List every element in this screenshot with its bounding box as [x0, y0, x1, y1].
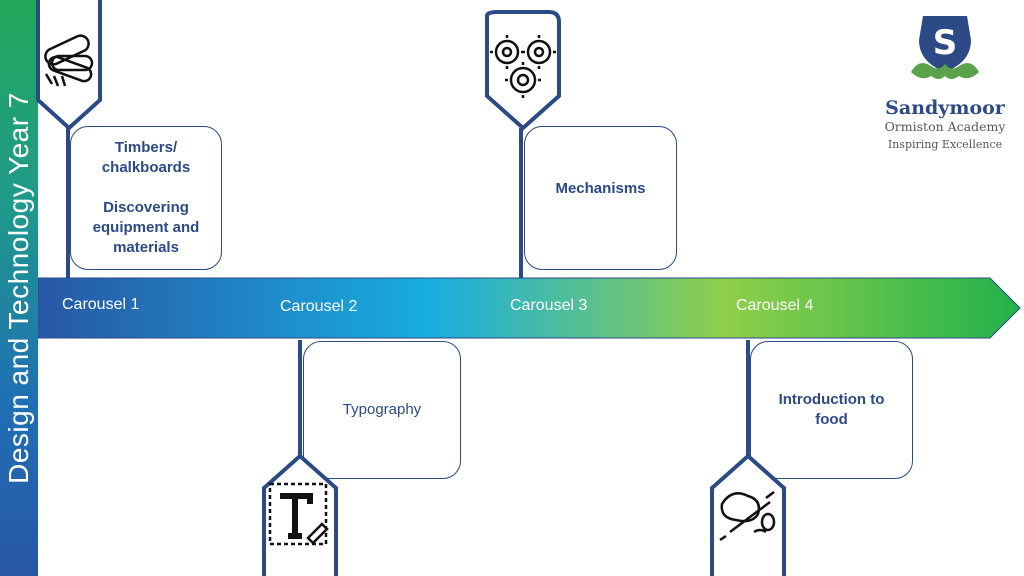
- timber-planks-icon: [36, 0, 102, 131]
- gears-icon: [485, 10, 561, 131]
- logo-sub: Ormiston Academy: [884, 119, 1006, 134]
- school-logo: S Sandymoor Ormiston Academy Inspiring E…: [870, 10, 1020, 151]
- card-1-line2: chalkboards: [101, 159, 191, 176]
- carousel-3-label: Carousel 3: [510, 297, 588, 314]
- carousel-4-label: Carousel 4: [736, 297, 814, 314]
- stem-1: [66, 128, 70, 278]
- card-1-line1: Timbers/: [114, 139, 178, 156]
- card-carousel-2: Typography: [303, 341, 461, 479]
- card-4-line2: food: [815, 411, 848, 428]
- card-carousel-1: Timbers/ chalkboards Discovering equipme…: [70, 126, 222, 270]
- carousel-1-label: Carousel 1: [62, 296, 140, 313]
- carousel-2-label: Carousel 2: [280, 298, 358, 315]
- timeline-arrow: [38, 277, 1021, 339]
- card-carousel-3: Mechanisms: [524, 126, 677, 270]
- card-3-title: Mechanisms: [555, 180, 646, 197]
- card-1-line5: materials: [113, 239, 179, 256]
- svg-text:S: S: [933, 23, 958, 63]
- side-bar: Design and Technology Year 7: [0, 0, 38, 576]
- logo-tagline: Inspiring Excellence: [887, 138, 1003, 151]
- stem-3: [519, 128, 523, 278]
- card-2-title: Typography: [342, 401, 422, 418]
- stem-2: [298, 340, 302, 460]
- card-carousel-4: Introduction to food: [750, 341, 913, 479]
- side-title: Design and Technology Year 7: [3, 92, 34, 484]
- shield-s-icon: S: [911, 16, 979, 79]
- card-1-line3: Discovering: [103, 199, 189, 216]
- card-4-line1: Introduction to: [778, 391, 885, 408]
- stem-4: [746, 340, 750, 460]
- food-rolling-pin-icon: [710, 453, 786, 576]
- logo-name: Sandymoor: [885, 97, 1005, 119]
- typography-icon: [262, 453, 338, 576]
- card-1-line4: equipment and: [92, 219, 200, 236]
